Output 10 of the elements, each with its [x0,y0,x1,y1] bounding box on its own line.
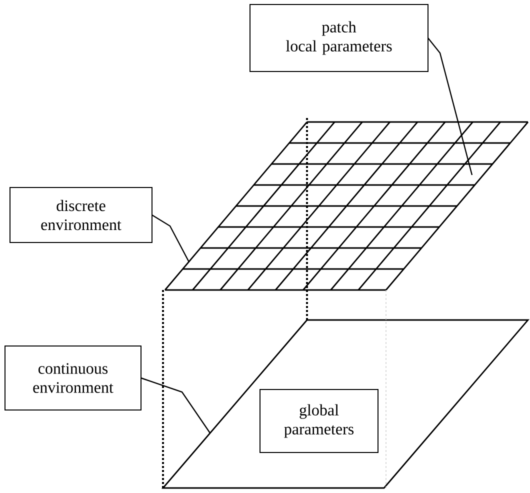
projection-line [162,290,164,488]
label-box: discrete environment [10,187,152,243]
grid-plane [164,121,529,291]
label-box: patch local parameters [250,4,428,72]
leader-line [152,214,190,262]
projection-line [306,118,308,320]
leader-line [428,38,473,176]
leader-line [140,377,210,434]
label-box: global parameters [260,389,378,453]
label-box: continuous environment [4,346,142,410]
